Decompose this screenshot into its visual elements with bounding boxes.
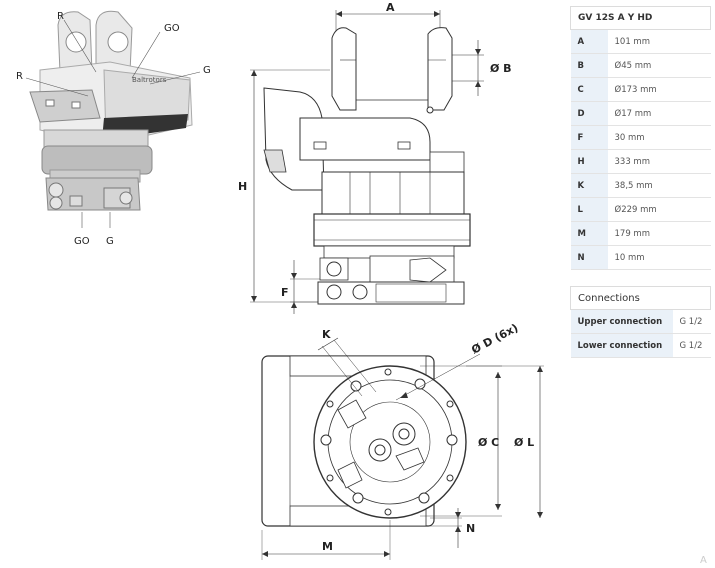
spec-key: D	[570, 101, 608, 126]
dim-label-l: Ø L	[514, 436, 534, 449]
spec-value: Ø173 mm	[607, 77, 711, 102]
photo-label-g-bottom: G	[106, 236, 114, 247]
spec-key: B	[570, 53, 608, 78]
connection-key: Lower connection	[570, 333, 673, 358]
spec-value: Ø229 mm	[607, 197, 711, 222]
spec-value: 333 mm	[607, 149, 711, 174]
spec-value: 10 mm	[607, 245, 711, 270]
spec-value: 30 mm	[607, 125, 711, 150]
spec-key: C	[570, 77, 608, 102]
spec-table-header: GV 12S A Y HD	[570, 6, 711, 30]
spec-key: N	[570, 245, 608, 270]
spec-key: F	[570, 125, 608, 150]
photo-label-go-bottom: GO	[74, 236, 90, 247]
spec-value: Ø45 mm	[607, 53, 711, 78]
drawings-area: Baltrotors R GO G R GO G	[16, 1, 544, 560]
dim-label-f: F	[281, 286, 289, 299]
connection-value: G 1/2	[672, 333, 711, 358]
spec-key: L	[570, 197, 608, 222]
dim-label-h: H	[238, 180, 247, 193]
photo-label-r-left: R	[16, 71, 23, 82]
dim-label-d: Ø D (6x)	[469, 321, 520, 356]
dim-label-c: Ø C	[478, 436, 499, 449]
photo-label-g-top: G	[203, 65, 211, 76]
spec-value: 101 mm	[607, 29, 711, 54]
spec-value: 38,5 mm	[607, 173, 711, 198]
spec-key: M	[570, 221, 608, 246]
dim-label-a: A	[386, 1, 395, 14]
spec-key: K	[570, 173, 608, 198]
photo-brand-text: Baltrotors	[132, 76, 167, 84]
spec-value: Ø17 mm	[607, 101, 711, 126]
rotator-product-photo: Baltrotors R GO G R GO G	[16, 10, 211, 247]
spec-table-title: GV 12S A Y HD	[570, 6, 711, 30]
connections-title: Connections	[570, 286, 711, 310]
spec-value: 179 mm	[607, 221, 711, 246]
dim-label-m: M	[322, 540, 333, 553]
spec-key: H	[570, 149, 608, 174]
spec-key: A	[570, 29, 608, 54]
connection-key: Upper connection	[570, 309, 673, 334]
dim-label-n: N	[466, 522, 475, 535]
connection-value: G 1/2	[672, 309, 711, 334]
top-view-drawing: K Ø D (6x) Ø C Ø L N M	[261, 321, 544, 560]
dim-label-k: K	[322, 328, 331, 341]
side-view-drawing: A Ø B H F	[238, 1, 512, 314]
photo-label-r-top: R	[57, 11, 64, 22]
photo-label-go-top: GO	[164, 23, 180, 34]
watermark-text: A	[700, 555, 707, 566]
connections-table-header: Connections	[570, 286, 711, 310]
dim-label-b: Ø B	[490, 62, 512, 75]
